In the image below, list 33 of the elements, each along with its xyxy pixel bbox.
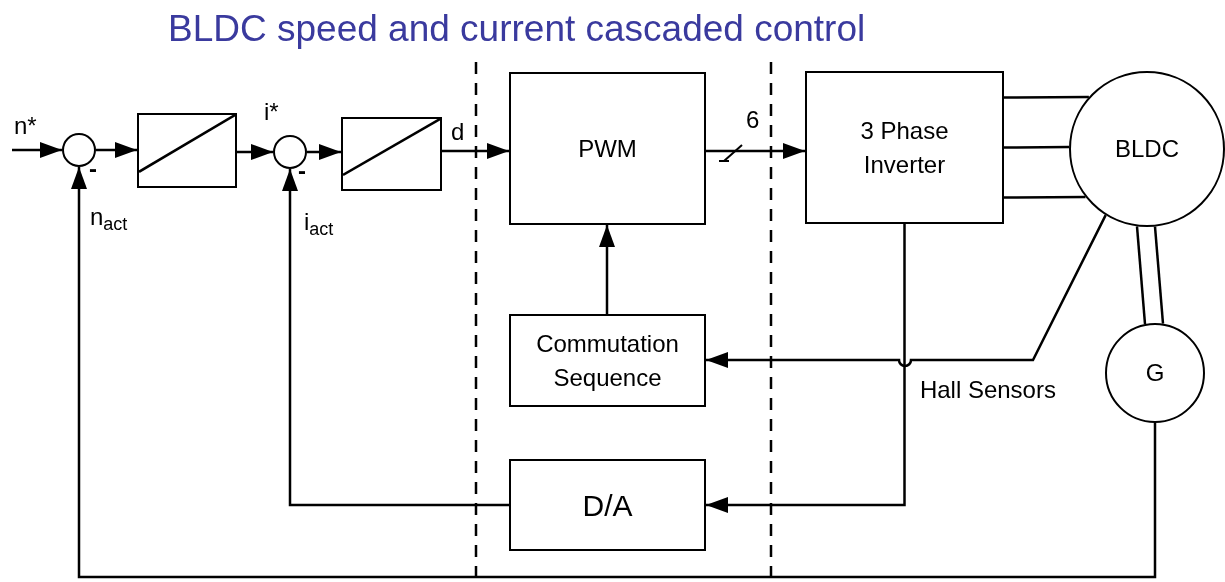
node-label: 3 Phase Inverter	[859, 115, 950, 180]
node-label: BLDC	[1115, 134, 1179, 164]
connector-line	[1004, 195, 1086, 199]
process-box	[509, 314, 706, 407]
node-label: Commutation Sequence	[535, 328, 680, 393]
summing-junction	[273, 135, 307, 169]
arrow	[307, 144, 341, 160]
diagram-title: BLDC speed and current cascaded control	[168, 7, 866, 51]
node-label: G	[1145, 358, 1165, 388]
pwm-block	[509, 72, 706, 225]
arrow	[71, 167, 1157, 579]
arrow	[282, 169, 509, 507]
connector-line	[1135, 226, 1147, 325]
minus-sign: -	[298, 160, 306, 182]
controller-block	[137, 113, 237, 188]
inverter-block	[805, 71, 1004, 224]
converter-block	[509, 459, 706, 551]
arrow	[96, 142, 137, 158]
arrow	[12, 142, 62, 158]
arrow	[237, 144, 273, 160]
node-label: PWM	[578, 133, 637, 164]
arrow	[706, 214, 1107, 368]
connector-line	[1004, 95, 1089, 99]
arrow	[706, 143, 805, 159]
connector-line	[1153, 226, 1165, 324]
minus-sign: -	[89, 158, 97, 180]
summing-junction	[62, 133, 96, 167]
controller-block	[341, 117, 442, 191]
arrow	[599, 225, 615, 314]
arrow	[706, 224, 906, 513]
connector-line	[1004, 145, 1070, 149]
node-label: D/A	[582, 487, 633, 524]
arrow	[442, 143, 509, 159]
